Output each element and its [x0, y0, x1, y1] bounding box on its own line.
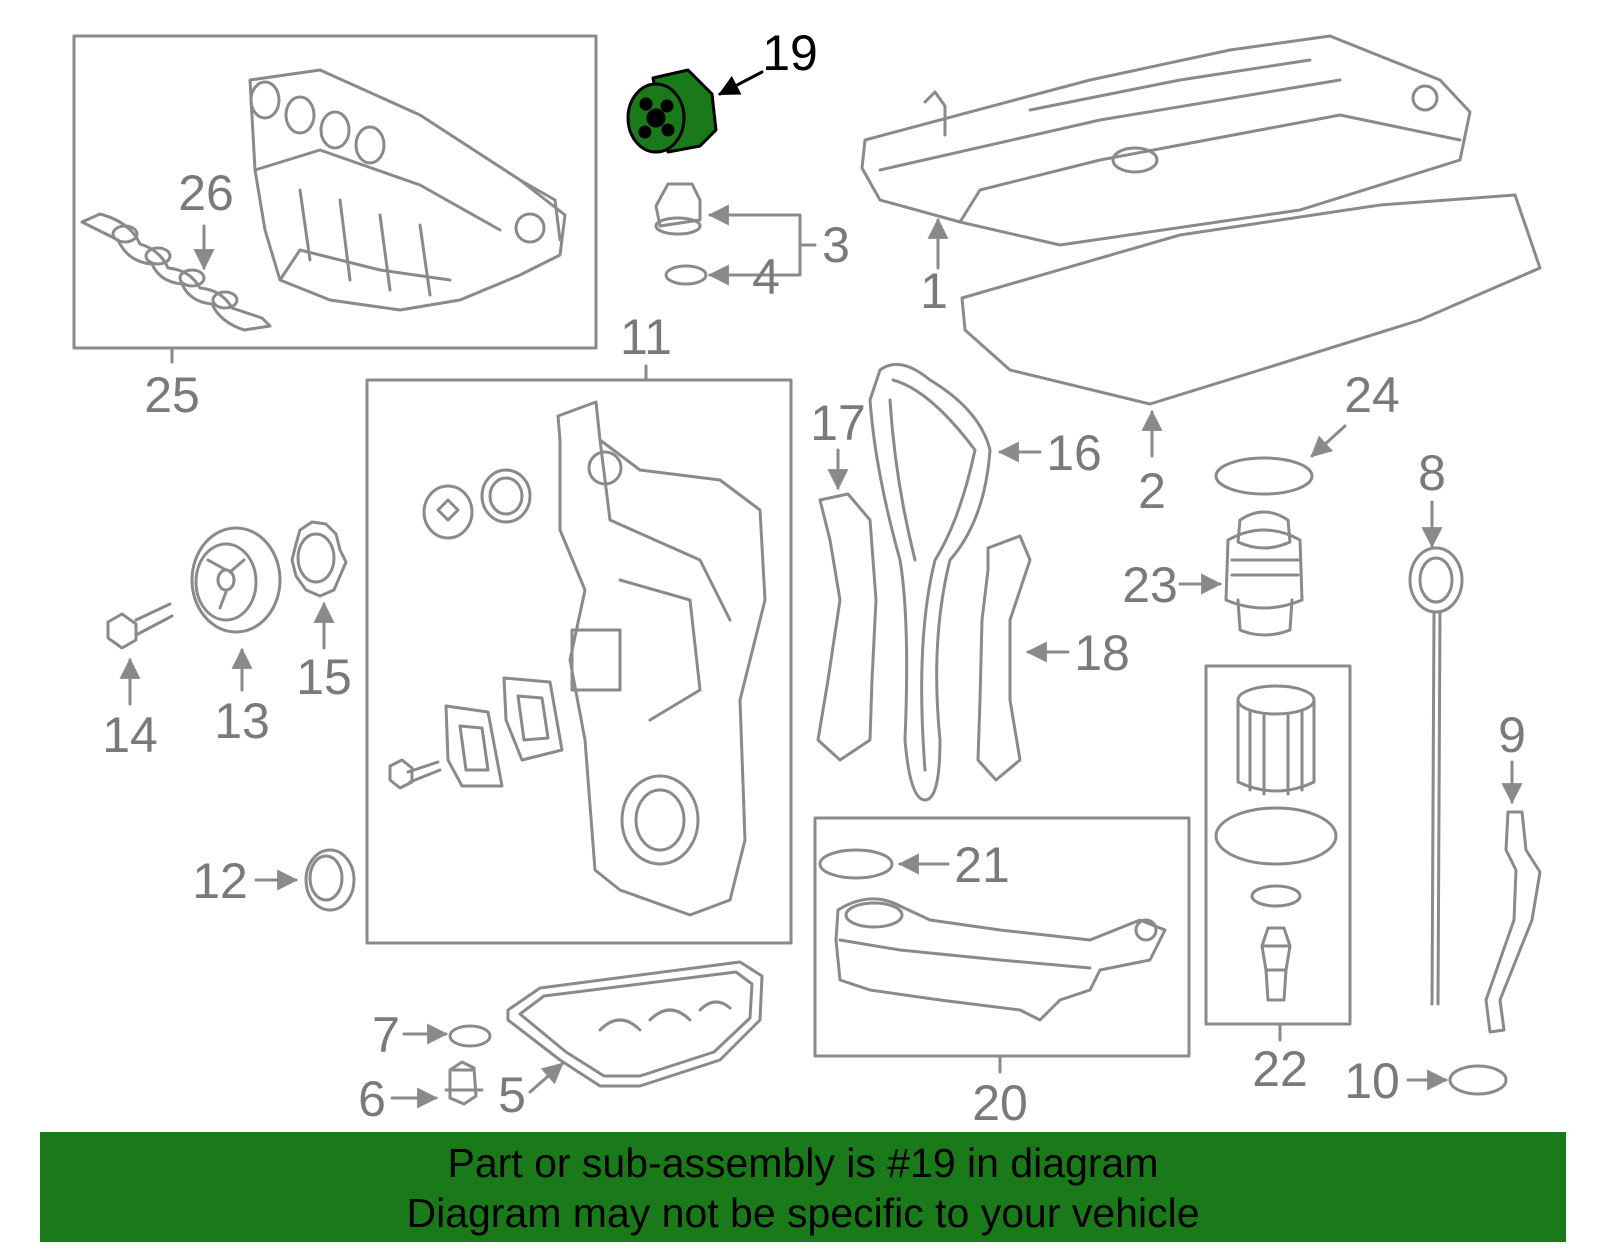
box-11	[365, 378, 793, 945]
part-oil-pump-strainer	[834, 897, 1167, 1022]
part-oil-filter-cap	[1224, 510, 1304, 637]
label-11: 11	[620, 309, 672, 365]
part-valve-cover	[860, 34, 1472, 247]
leader-5	[528, 1062, 564, 1094]
label-5: 5	[498, 1067, 526, 1123]
label-22: 22	[1252, 1041, 1308, 1097]
part-drain-plug-gasket	[448, 1024, 492, 1048]
box-20	[813, 816, 1191, 1058]
part-intake-manifold	[248, 68, 567, 312]
label-16: 16	[1046, 425, 1102, 481]
label-18: 18	[1074, 625, 1130, 681]
part-timing-cover-bolt	[388, 758, 442, 790]
label-14: 14	[102, 707, 158, 763]
label-1: 1	[920, 263, 948, 319]
label-13: 13	[214, 693, 270, 749]
label-25: 25	[144, 367, 200, 423]
part-filter-oring-large	[1214, 806, 1338, 866]
part-19-highlighted	[626, 68, 718, 154]
part-intake-gasket	[80, 212, 272, 332]
part-oil-pan	[506, 960, 764, 1088]
label-26: 26	[178, 165, 234, 221]
part-timing-cover-plug	[422, 484, 474, 540]
label-24: 24	[1344, 367, 1400, 423]
bracket-3-4	[776, 213, 817, 277]
leader-24	[1310, 424, 1347, 458]
part-oil-filler-cap	[654, 182, 702, 236]
label-2: 2	[1138, 463, 1166, 519]
part-timing-cover	[556, 400, 767, 917]
label-9: 9	[1498, 707, 1526, 763]
box-25	[72, 34, 598, 350]
part-oil-filter-element	[1236, 684, 1316, 796]
label-19[interactable]: 19	[762, 25, 818, 81]
part-crank-sprocket	[290, 520, 348, 598]
part-dipstick-tube	[1484, 810, 1542, 1034]
part-crank-bolt	[106, 602, 174, 650]
label-17: 17	[810, 395, 866, 451]
part-filter-drain-plug	[1260, 926, 1292, 1002]
part-dipstick	[1408, 546, 1464, 1006]
part-chain-guide	[976, 534, 1032, 782]
label-23: 23	[1122, 557, 1178, 613]
label-12: 12	[192, 853, 248, 909]
part-crank-seal	[304, 848, 356, 912]
label-8: 8	[1418, 445, 1446, 501]
part-filter-oring-small	[1250, 884, 1302, 908]
box-22	[1204, 664, 1352, 1026]
banner-line-2: Diagram may not be specific to your vehi…	[406, 1190, 1200, 1236]
part-labels: 1 2 3 4 5 6 7 8 9 10 11 12 13 14 15 16 1…	[102, 25, 1526, 1131]
label-10: 10	[1344, 1053, 1400, 1109]
leader-19[interactable]	[718, 70, 764, 96]
label-21: 21	[954, 837, 1010, 893]
label-15: 15	[296, 649, 352, 705]
disclaimer-banner: Part or sub-assembly is #19 in diagram D…	[40, 1132, 1566, 1242]
banner-line-1: Part or sub-assembly is #19 in diagram	[447, 1140, 1159, 1186]
part-drain-plug	[444, 1060, 484, 1106]
part-timing-cover-gasket-a	[444, 704, 504, 788]
label-7: 7	[372, 1007, 400, 1063]
label-4: 4	[752, 249, 780, 305]
part-filler-cap-gasket	[664, 264, 708, 286]
part-pump-oring	[818, 848, 894, 880]
part-timing-cover-seal	[480, 468, 532, 524]
part-tube-oring	[1448, 1064, 1508, 1096]
part-chain-tensioner-guide	[816, 492, 878, 762]
label-20: 20	[972, 1075, 1028, 1131]
part-timing-chain	[868, 362, 992, 802]
part-crank-pulley	[190, 526, 282, 634]
label-6: 6	[358, 1071, 386, 1127]
part-oring-24	[1214, 456, 1314, 496]
part-timing-cover-gasket-b	[502, 676, 564, 762]
label-3: 3	[822, 217, 850, 273]
part-valve-cover-gasket	[960, 193, 1542, 406]
